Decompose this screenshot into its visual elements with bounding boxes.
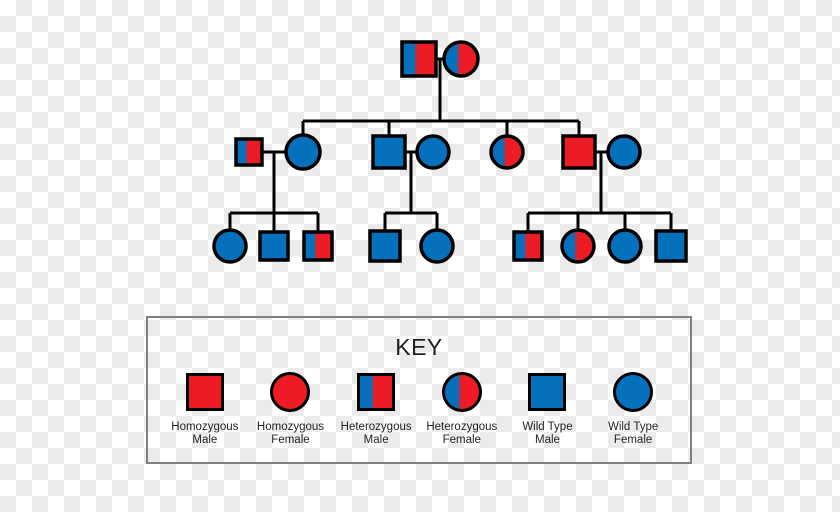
- individual-III-1[interactable]: [212, 228, 248, 264]
- individual-II-2[interactable]: [284, 133, 322, 171]
- key-item-wild-type-female: Wild Type Female: [591, 370, 675, 447]
- individual-II-6[interactable]: [561, 134, 597, 170]
- pedigree-individuals: [212, 40, 688, 264]
- key-label-line2: Male: [192, 434, 218, 446]
- homozygous-male-icon: [183, 370, 227, 414]
- key-item-label: Wild Type Male: [522, 421, 572, 447]
- key-item-label: Wild Type Female: [608, 421, 658, 447]
- key-item-list: Homozygous Male Homozygous Female He: [148, 370, 690, 447]
- key-item-label: Homozygous Female: [257, 421, 324, 447]
- pedigree-connector-lines: [228, 57, 673, 232]
- heterozygous-female-icon: [440, 370, 484, 414]
- heterozygous-male-icon: [354, 370, 398, 414]
- key-item-wild-type-male: Wild Type Male: [505, 370, 589, 447]
- key-label-line1: Heterozygous: [340, 421, 412, 433]
- individual-III-4[interactable]: [368, 229, 402, 263]
- individual-III-3[interactable]: [302, 230, 334, 262]
- key-item-label: Heterozygous Female: [426, 421, 497, 447]
- individual-III-8[interactable]: [607, 228, 643, 264]
- key-legend-box: KEY Homozygous Male Homozygous Female: [146, 316, 692, 464]
- key-label-line1: Wild Type: [607, 421, 659, 433]
- key-label-line1: Wild Type: [522, 421, 573, 433]
- key-label-line2: Female: [271, 434, 310, 446]
- individual-II-4[interactable]: [415, 134, 451, 170]
- individual-I-1[interactable]: [400, 40, 438, 78]
- individual-III-7[interactable]: [560, 228, 596, 264]
- key-item-heterozygous-female: Heterozygous Female: [420, 370, 504, 447]
- key-label-line1: Heterozygous: [426, 421, 498, 433]
- wild-type-female-icon: [611, 370, 655, 414]
- individual-II-3[interactable]: [371, 134, 407, 170]
- key-label-line2: Male: [534, 434, 560, 446]
- key-item-heterozygous-male: Heterozygous Male: [334, 370, 418, 447]
- key-item-label: Heterozygous Male: [341, 421, 412, 447]
- key-title: KEY: [395, 334, 443, 360]
- key-item-homozygous-female: Homozygous Female: [248, 370, 332, 447]
- individual-I-2[interactable]: [442, 40, 480, 78]
- key-item-label: Homozygous Male: [171, 421, 238, 447]
- individual-III-9[interactable]: [654, 229, 688, 263]
- key-label-line2: Female: [442, 434, 481, 446]
- individual-II-5[interactable]: [489, 134, 525, 170]
- key-label-line1: Homozygous: [171, 421, 239, 433]
- individual-III-5[interactable]: [419, 228, 455, 264]
- homozygous-female-icon: [268, 370, 312, 414]
- individual-II-7[interactable]: [606, 134, 642, 170]
- key-item-homozygous-male: Homozygous Male: [163, 370, 247, 447]
- key-label-line1: Homozygous: [256, 421, 325, 433]
- individual-III-2[interactable]: [258, 230, 290, 262]
- key-label-line2: Female: [613, 434, 653, 446]
- individual-III-6[interactable]: [512, 230, 544, 262]
- individual-II-1[interactable]: [234, 137, 264, 167]
- wild-type-male-icon: [525, 370, 569, 414]
- key-label-line2: Male: [363, 434, 389, 446]
